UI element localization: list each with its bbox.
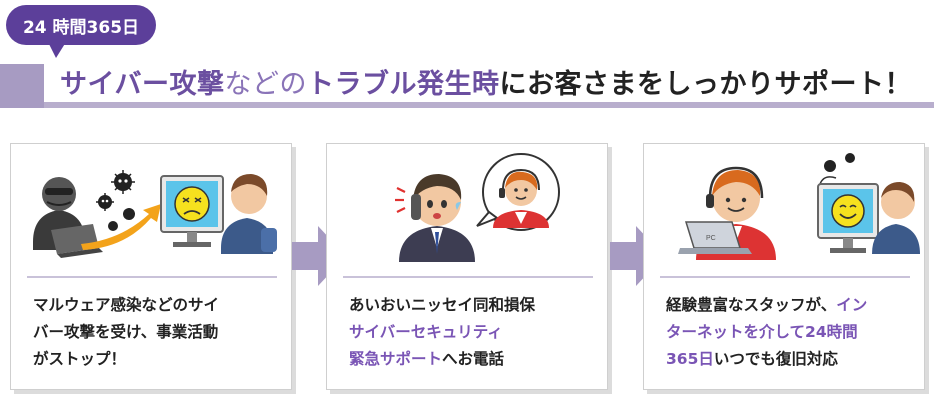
step1-line1: マルウェア感染などのサイ — [33, 296, 220, 314]
card-divider — [27, 276, 277, 278]
step3-line1-a: 経験豊富なスタッフが、 — [666, 296, 837, 314]
operator-bubble-icon — [476, 153, 560, 231]
step3-line3: 365日いつでも復旧対応 — [666, 346, 912, 373]
step1-line2: バー攻撃を受け、事業活動 — [33, 323, 219, 341]
step-text-recovery: 経験豊富なスタッフが、イン ターネットを介して24時間 365日いつでも復旧対応 — [666, 292, 912, 373]
step3-line2: ターネットを介して24時間 — [666, 323, 858, 341]
step-card-call: あいおいニッセイ同和損保 サイバーセキュリティ 緊急サポートへお電話 — [326, 143, 608, 390]
step2-line3-hl: 緊急サポート — [349, 350, 443, 368]
banner-left-block — [0, 64, 44, 108]
step3-line1: 経験豊富なスタッフが、イン — [666, 292, 912, 319]
title-seg-nado: などの — [224, 69, 307, 100]
step-card-attack: マルウェア感染などのサイ バー攻撃を受け、事業活動 がストップ！ — [10, 143, 292, 390]
user-icon — [221, 174, 277, 254]
banner-underline — [44, 102, 934, 108]
alert-mark-icon — [395, 187, 406, 213]
virus-icon — [824, 153, 855, 172]
hours-badge: 24 時間365日 — [6, 5, 156, 45]
hacker-icon — [33, 177, 103, 258]
card-divider — [343, 276, 593, 278]
title-seg-trouble: トラブル発生時 — [306, 69, 500, 100]
caller-icon — [399, 174, 475, 262]
page-title: サイバー攻撃などのトラブル発生時にお客さまをしっかりサポート！ — [60, 66, 912, 104]
step3-line3-hl: 365日 — [666, 350, 714, 368]
flow-arrow-icon — [292, 226, 346, 286]
title-seg-attack: サイバー攻撃 — [60, 69, 225, 100]
illustration-recovery: PC — [678, 153, 920, 260]
step3-line1-hl: イン — [836, 296, 868, 314]
illustration-phone-call — [395, 153, 560, 262]
monitor-icon — [160, 175, 224, 247]
card-divider — [660, 276, 910, 278]
user-icon — [872, 182, 920, 254]
step2-line2: サイバーセキュリティ — [349, 323, 503, 341]
attack-arrow-icon — [81, 204, 161, 250]
step1-line3: がストップ！ — [33, 350, 127, 368]
step3-line3-rest: いつでも復旧対応 — [713, 350, 838, 368]
title-seg-support: にお客さまをしっかりサポート！ — [499, 69, 912, 100]
laptop-icon: PC — [678, 221, 752, 254]
monitor-icon — [817, 183, 879, 253]
step2-line3: 緊急サポートへお電話 — [349, 346, 595, 373]
step2-line3-rest: へお電話 — [442, 350, 505, 368]
headline-banner: サイバー攻撃などのトラブル発生時にお客さまをしっかりサポート！ — [0, 64, 934, 108]
step-card-recovery: PC 経験豊富なスタッフが、イン ターネットを介して24時間 365日いつでも復… — [643, 143, 925, 390]
laptop-label: PC — [706, 235, 716, 242]
flow-arrow-icon — [610, 226, 664, 286]
hours-badge-label: 24 時間365日 — [22, 17, 140, 38]
badge-tail — [48, 42, 66, 58]
step-text-call: あいおいニッセイ同和損保 サイバーセキュリティ 緊急サポートへお電話 — [349, 292, 595, 373]
step-text-attack: マルウェア感染などのサイ バー攻撃を受け、事業活動 がストップ！ — [33, 292, 279, 373]
banner-inner — [44, 64, 934, 102]
step2-line1: あいおいニッセイ同和損保 — [349, 296, 536, 314]
illustration-cyber-attack — [33, 170, 277, 258]
